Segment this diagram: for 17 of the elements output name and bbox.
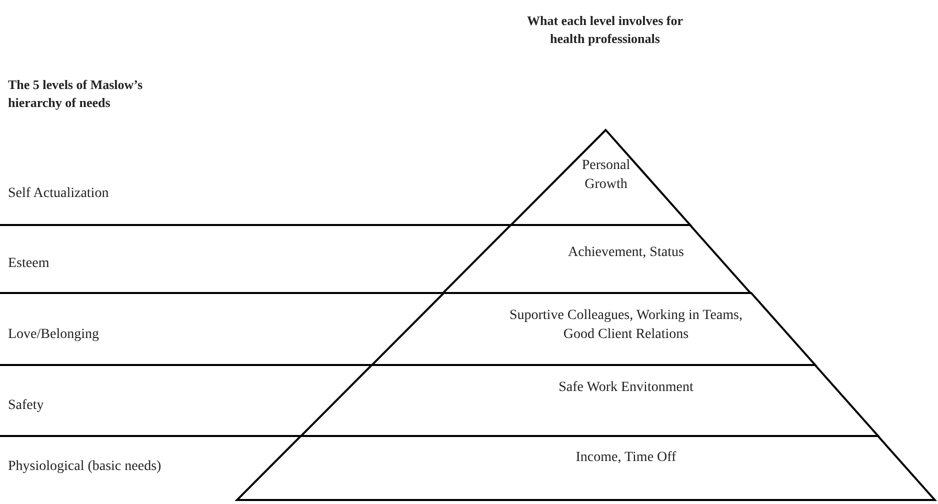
pyramid-tier: [300, 365, 878, 436]
tier-text: Achievement, Status: [567, 244, 685, 262]
pyramid-tier: [443, 225, 751, 293]
tier-text: Income, Time Off: [574, 449, 678, 467]
tier-text: Safe Work Envitonment: [558, 379, 694, 397]
level-name: Safety: [8, 398, 44, 414]
column-heading: What each level involves for health professionals: [526, 12, 684, 48]
tier-text: Suportive Colleagues, Working in Teams, Good Client Relations: [508, 307, 744, 344]
tier-text: Personal Growth: [580, 157, 632, 194]
level-name: Love/Belonging: [8, 327, 99, 343]
column-heading: The 5 levels of Maslow’s hierarchy of needs: [8, 76, 144, 112]
level-name: Self Actualization: [8, 186, 109, 202]
level-name: Esteem: [8, 256, 50, 272]
pyramid-tier: [237, 436, 935, 500]
pyramid-tier: [372, 293, 815, 365]
level-name: Physiological (basic needs): [8, 459, 162, 475]
pyramid-apex: [511, 130, 690, 225]
